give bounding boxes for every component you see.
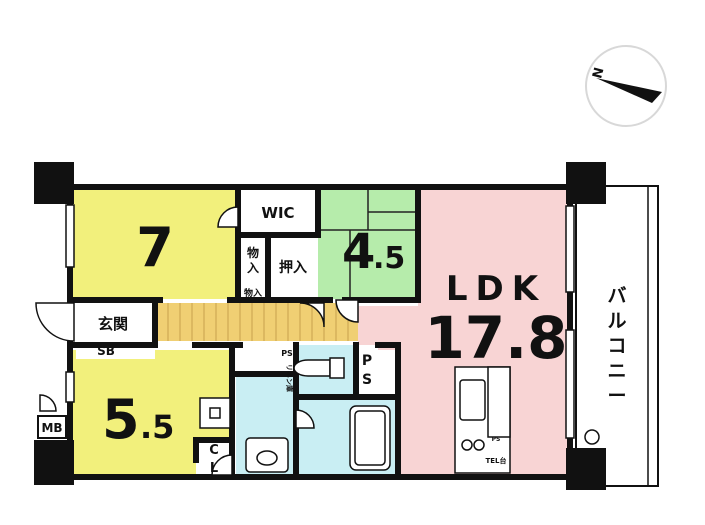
balcony: バ ル コ ニ ー [575, 185, 659, 487]
compass-north-label: N [590, 66, 607, 80]
storage-closet-1 [238, 235, 268, 285]
oshiire-label: 押入 [279, 259, 307, 276]
entrance-door-icon [35, 302, 75, 342]
washitsu-size-dec: .5 [373, 241, 405, 276]
ps-label-2p: P [362, 353, 372, 369]
storage-label-2: 物入 [244, 287, 262, 299]
balcony-char-3: コ [607, 335, 626, 357]
balcony-char-5: ー [607, 385, 626, 407]
hallway [155, 303, 358, 341]
ps-label-2s: S [362, 372, 372, 388]
ldk-size: 17.8 [424, 304, 567, 372]
cl-label-c: C [209, 443, 219, 458]
bedroom-7-size: 7 [136, 216, 174, 279]
tatami-lines [318, 187, 418, 299]
mb-label: MB [41, 421, 62, 435]
storage-label-1a: 物 [247, 245, 259, 260]
cl-label-l: L [210, 461, 218, 476]
balcony-char-1: バ [607, 285, 626, 307]
doors [35, 206, 359, 476]
ps-label-3: PS [492, 436, 501, 443]
genkan-label: 玄関 [98, 315, 128, 333]
washer-icon [199, 397, 231, 429]
structural-columns [34, 162, 606, 490]
room-bedroom-7 [70, 187, 238, 299]
balcony-char-4: ニ [607, 360, 626, 382]
door-bed55-icon [211, 454, 233, 476]
ldk-label: LDK [446, 269, 546, 309]
genkan-entry [76, 303, 155, 341]
storage-closet-2 [238, 285, 268, 299]
tel-label: TEL台 [485, 456, 506, 465]
oshiire-closet [268, 235, 318, 285]
balcony-char-2: ル [607, 310, 626, 332]
windows [65, 204, 575, 439]
mb-box [37, 415, 67, 439]
wic-label: WIC [261, 204, 294, 222]
stove-burner-icon [461, 439, 473, 451]
ldk-door-icon [335, 299, 359, 323]
storage-label-1b: 入 [247, 261, 259, 275]
balcony-drain-icon [584, 429, 600, 445]
hall-door-icon [299, 302, 325, 328]
room-bedroom-5-5 [70, 350, 230, 477]
ps-shaft-2 [356, 345, 378, 395]
wic-closet [238, 187, 318, 235]
washitsu-size-int: 4 [342, 224, 375, 280]
bedroom-5-5-size-int: 5 [102, 388, 140, 451]
mb-door-icon [39, 394, 57, 412]
ps-label-1: PS [281, 349, 293, 358]
bedroom-5-5-size-dec: .5 [140, 408, 174, 446]
wash-door-icon [295, 409, 315, 429]
fixtures [199, 357, 511, 474]
compass-needle-icon [596, 78, 662, 103]
linen-label: リネン庫 [285, 364, 294, 392]
door-bed7-icon [217, 206, 239, 228]
sb-label: SB [97, 344, 115, 358]
compass: N [585, 45, 667, 127]
toilet-icon [293, 359, 331, 377]
kitchen-sink-icon [459, 379, 486, 421]
